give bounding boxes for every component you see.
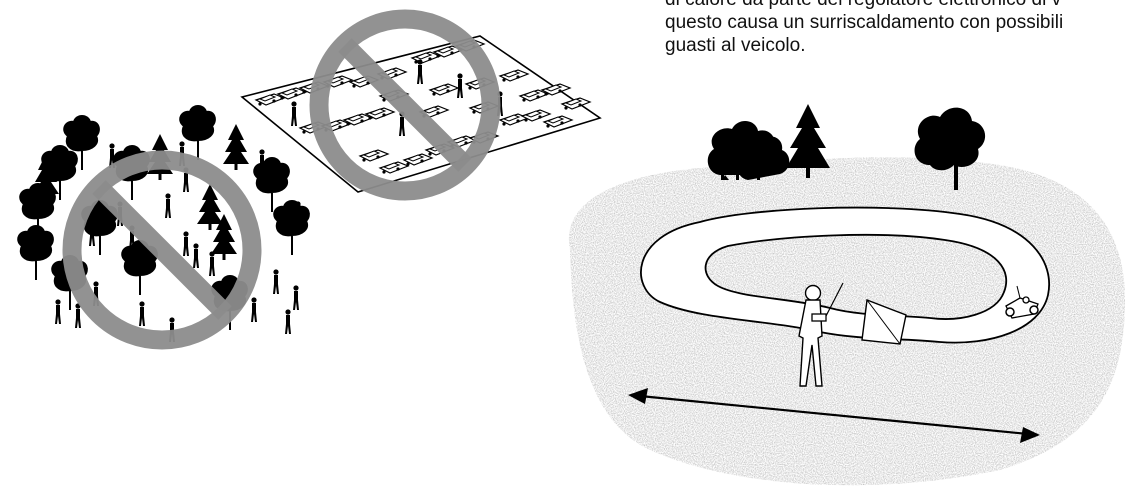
jump-ramp	[861, 299, 907, 345]
rc-car	[1005, 285, 1039, 319]
forest-prohibition-sign	[62, 150, 262, 350]
caption-text: di calore da parte del regolatore elettr…	[665, 0, 1125, 57]
distance-arrow	[628, 388, 1040, 443]
pine-tree	[786, 104, 830, 178]
forest-trees	[17, 105, 310, 331]
background-trees	[707, 104, 986, 190]
parking-lot-prohibition-sign	[309, 9, 501, 201]
transmitter-antenna	[825, 282, 844, 317]
race-track	[640, 206, 1050, 344]
caption-line-1: di calore da parte del regolatore elettr…	[665, 0, 1125, 11]
transmitter	[811, 313, 827, 322]
deciduous-tree-cluster	[707, 120, 790, 180]
track-illustration	[568, 104, 1125, 486]
parking-lot-illustration	[240, 9, 602, 201]
round-tree	[914, 107, 986, 190]
driver-person	[798, 282, 844, 387]
caption-line-3: guasti al veicolo.	[665, 35, 806, 56]
caption-line-2: questo causa un surriscaldamento con pos…	[665, 12, 1064, 33]
forest-illustration	[17, 105, 310, 350]
